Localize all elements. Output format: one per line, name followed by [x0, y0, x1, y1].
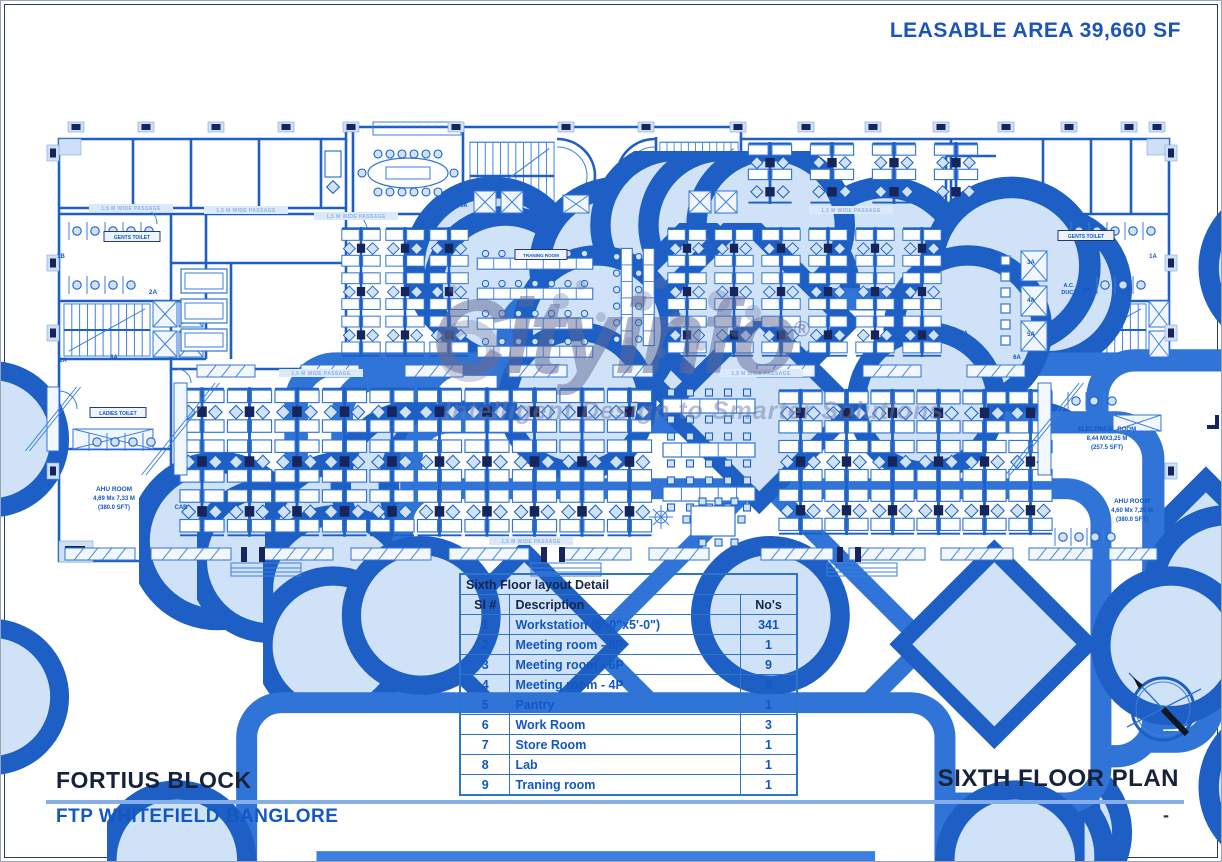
plan-label: 1A — [1149, 254, 1157, 260]
plan-label: 2A — [1083, 287, 1092, 294]
table-header-row: Sl # Description No's — [459, 594, 798, 615]
table-title: Sixth Floor layout Detail — [459, 573, 798, 595]
plan-label: 5A — [1027, 332, 1035, 338]
watermark-tagline: Intelligent Design to Smarter Solutions — [444, 397, 945, 425]
col-sl: Sl # — [459, 594, 511, 615]
plan-label: (257.5 SFT) — [1091, 445, 1123, 451]
plan-label: 3A — [1027, 260, 1035, 266]
plan-label: AHU ROOM — [1114, 498, 1150, 505]
cell-sl: 3 — [459, 654, 511, 675]
cell-count: 3 — [740, 714, 798, 735]
sheet-number: - — [1163, 805, 1169, 825]
cell-sl: 8 — [459, 754, 511, 775]
cell-sl: 6 — [459, 714, 511, 735]
cell-description: Pantry — [509, 694, 742, 715]
meeting-room-furniture — [1, 147, 1222, 862]
edge-tick — [1207, 415, 1219, 429]
plan-label: (380.0 SFT) — [98, 505, 130, 511]
block-title: FORTIUS BLOCK — [56, 767, 252, 793]
title-rule-right — [886, 800, 1184, 804]
plan-label: 4,69 Mx 7,33 M — [93, 496, 135, 502]
cell-sl: 4 — [459, 674, 511, 695]
passage-label: 1,5 M WIDE PASSAGE — [821, 208, 881, 214]
plan-label: A.C. — [1064, 283, 1075, 289]
cell-count: 1 — [740, 774, 798, 796]
plan-label: 7A — [960, 331, 968, 337]
cell-description: Meeting room - 4P — [509, 674, 742, 695]
north-arrow-icon — [1126, 672, 1202, 746]
plan-label: LADIES TOILET — [99, 411, 136, 417]
sheet-title: SIXTH FLOOR PLAN — [937, 765, 1179, 792]
cell-description: Meeting room - 6P — [509, 654, 742, 675]
plan-details — [46, 121, 1178, 577]
cell-description: Meeting room - 8P — [509, 634, 742, 655]
plan-label: 4,60 Mx 7,20 M — [1111, 508, 1153, 514]
plan-label: 8,44 MX3,25 M — [1087, 436, 1128, 442]
cell-sl: 2 — [459, 634, 511, 655]
plan-label: GENTS TOILET — [114, 235, 150, 241]
cell-description: Traning room — [509, 774, 742, 796]
cell-count: 9 — [740, 654, 798, 675]
passage-label: 1,5 M WIDE PASSAGE — [216, 208, 276, 214]
cell-count: 1 — [740, 734, 798, 755]
cell-sl: 9 — [459, 774, 511, 796]
cell-description: Work Room — [509, 714, 742, 735]
layout-detail-table: Sixth Floor layout Detail Sl # Descripti… — [459, 573, 798, 796]
cell-count: 1 — [740, 754, 798, 775]
decor-sun — [649, 505, 673, 529]
passage-label: 1,5 M WIDE PASSAGE — [326, 214, 386, 220]
plan-label: TRANING ROOM — [523, 253, 559, 258]
col-description: Description — [509, 594, 742, 615]
cell-sl: 7 — [459, 734, 511, 755]
leasable-area-label: LEASABLE AREA 39,660 SF — [889, 19, 1181, 42]
cell-count: 1 — [740, 694, 798, 715]
plan-label: 1B — [57, 254, 65, 260]
pantry-furniture — [662, 388, 756, 547]
plan-label: 2A — [149, 289, 158, 296]
registered-trademark-icon: ® — [793, 316, 810, 342]
cell-sl: 5 — [459, 694, 511, 715]
cell-description: Lab — [509, 754, 742, 775]
plan-label: AHU ROOM — [96, 486, 132, 493]
plan-label: 1A — [59, 358, 67, 364]
cell-sl: 1 — [459, 614, 511, 635]
col-nos: No's — [740, 594, 798, 615]
cell-count: 341 — [740, 614, 798, 635]
passage-label: 1,5 M WIDE PASSAGE — [291, 371, 351, 377]
plan-label: 8A — [460, 203, 467, 209]
plan-label: DUCT — [1061, 290, 1077, 296]
passage-label: 1,5 M WIDE PASSAGE — [101, 206, 161, 212]
cell-description: Store Room — [509, 734, 742, 755]
plan-label: (380.0 SFT) — [1116, 517, 1148, 523]
plan-label: 4A — [1027, 298, 1035, 304]
cell-count: 9 — [740, 674, 798, 695]
room-labels: GENTS TOILET GENTS TOILET LADIES TOILET AHU… — [57, 203, 1158, 545]
plan-label: 6A — [1013, 355, 1021, 361]
watermark-brand: Cityinfo® — [431, 278, 810, 396]
cell-description: Workstation (5'-0"x5'-0") — [509, 614, 742, 635]
plan-label: ELECTRICAL ROOM — [1078, 427, 1136, 433]
cell-count: 1 — [740, 634, 798, 655]
watermark-ring — [438, 277, 761, 382]
passage-label: 1,5 M WIDE PASSAGE — [501, 539, 561, 545]
plan-label: 8A — [110, 355, 118, 361]
passage-label: 1,5 M WIDE PASSAGE — [731, 371, 791, 377]
plan-label: GENTS TOILET — [1068, 234, 1104, 240]
project-subtitle: FTP WHITEFIELD BANGLORE — [56, 806, 339, 827]
plan-label: CAB — [175, 505, 189, 511]
title-rule-left — [46, 800, 886, 804]
